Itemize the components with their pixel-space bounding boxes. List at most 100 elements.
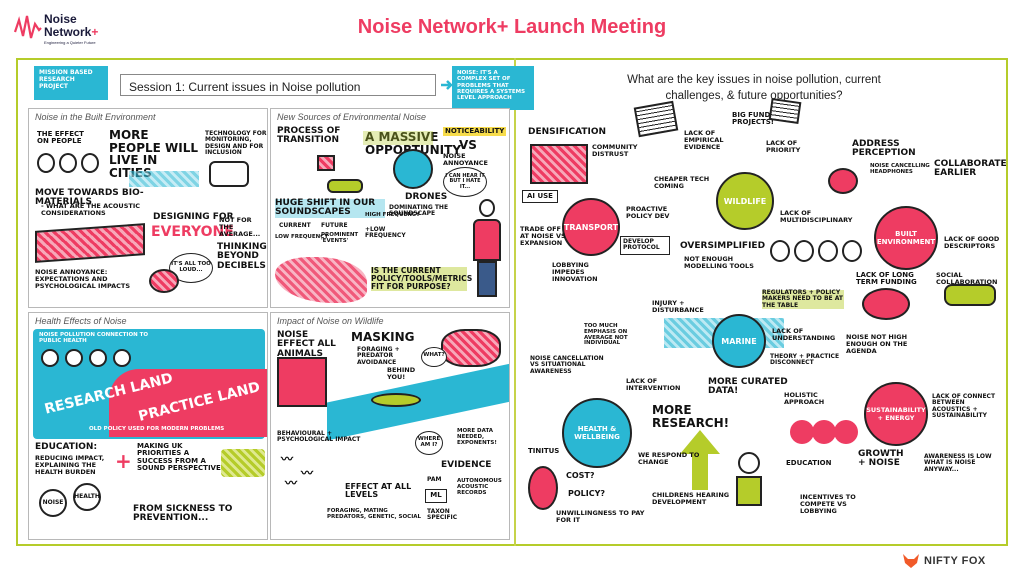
average-text: NOT FOR THE AVERAGE... <box>219 216 261 238</box>
birds-flock: 〰 〰 〰 <box>281 452 314 490</box>
session-heading: Session 1: Current issues in Noise pollu… <box>129 80 361 94</box>
page-title: Noise Network+ Launch Meeting <box>357 16 667 38</box>
panel-built-environment: Noise in the Built Environment THE EFFEC… <box>28 108 268 308</box>
ear-icon <box>393 149 433 189</box>
taxon-text: TAXON SPECIFIC <box>427 508 458 522</box>
policy-text: POLICY? <box>568 489 606 498</box>
skyline <box>129 171 199 187</box>
panel-health: Health Effects of Noise NOISE POLLUTION … <box>28 312 268 540</box>
drones-text: DRONES <box>405 192 448 202</box>
current-text: CURRENT <box>279 222 311 229</box>
awareness-text: AWARENESS IS LOW WHAT IS NOISE ANYWAY... <box>924 453 992 473</box>
develop-tag: DEVELOP PROTOCOL <box>620 236 670 255</box>
logo-plus: + <box>91 25 99 39</box>
lobbying-text: LOBBYING IMPEDES INNOVATION <box>552 261 598 283</box>
chain-icon <box>790 420 860 444</box>
more-data-text: MORE DATA NEEDED, EXPONENTS! <box>457 428 497 446</box>
we-respond-text: WE RESPOND TO CHANGE <box>638 451 700 466</box>
connect-text: LACK OF CONNECT BETWEEN ACOUSTICS + SUST… <box>932 393 996 419</box>
tinitus-text: TINITUS <box>528 447 560 455</box>
panel-title: New Sources of Environmental Noise <box>277 112 427 122</box>
injury-text: INJURY + DISTURBANCE <box>652 299 704 314</box>
masking-text: MASKING <box>351 330 415 344</box>
documents-stack-2 <box>768 98 802 124</box>
city-silhouette <box>277 357 327 407</box>
sickness-text: FROM SICKNESS TO PREVENTION... <box>133 504 233 524</box>
proactive-text: PROACTIVE POLICY DEV <box>626 205 670 220</box>
densification-text: DENSIFICATION <box>528 127 607 137</box>
crowd-faces <box>41 349 141 371</box>
old-policy-text: OLD POLICY USED FOR MODERN PROBLEMS <box>89 426 225 432</box>
future-text: FUTURE <box>321 222 348 229</box>
panel-title: Impact of Noise on Wildlife <box>277 316 384 326</box>
low-frequency-text: LOW FREQUENCY <box>275 234 329 240</box>
transport-circle: TRANSPORT <box>562 198 620 256</box>
soundwave-icon <box>13 15 42 39</box>
noise-annoyance-text: NOISE ANNOYANCE <box>443 152 488 167</box>
intervention-text: LACK OF INTERVENTION <box>626 377 681 392</box>
priority-text: LACK OF PRIORITY <box>766 139 801 154</box>
autonomous-text: AUTONOMOUS ACOUSTIC RECORDS <box>457 478 502 496</box>
session-heading-box: Session 1: Current issues in Noise pollu… <box>120 74 436 96</box>
headphones-icon <box>828 168 858 194</box>
footer-brand: NIFTY FOX <box>902 552 1012 572</box>
designing-text: DESIGNING FOR <box>153 212 234 222</box>
long-term-text: LACK OF LONG TERM FUNDING <box>856 271 917 287</box>
logo-line1: Noise <box>44 12 77 26</box>
effect-levels-text: EFFECT AT ALL LEVELS <box>345 482 412 500</box>
child-figure <box>732 452 766 532</box>
oversimplified-text: OVERSIMPLIFIED <box>680 241 766 251</box>
understanding-text: LACK OF UNDERSTANDING <box>772 327 836 342</box>
health-person: HEALTH <box>73 483 101 511</box>
arrow-right-icon <box>441 80 453 90</box>
tradeoff-text: TRADE OFF AT NOISE VS EXPANSION <box>520 225 566 247</box>
wildlife-circle: WILDLIFE <box>716 172 774 230</box>
massive-highlight <box>363 131 433 145</box>
thinking-text: THINKING BEYOND DECIBELS <box>217 242 267 271</box>
huge-shift-text: HUGE SHIFT IN OUR SOUNDSCAPES <box>275 198 385 218</box>
noise-cancel-vs-text: NOISE CANCELLATION VS SITUATIONAL AWAREN… <box>530 355 604 375</box>
tech-text: TECHNOLOGY FOR MONITORING, DESIGN AND FO… <box>205 130 267 156</box>
education-detail: REDUCING IMPACT, EXPLAINING THE HEALTH B… <box>35 454 105 476</box>
key-question: What are the key issues in noise polluti… <box>627 74 881 103</box>
monitor-icon <box>209 161 249 187</box>
education-heading: EDUCATION: <box>35 442 98 452</box>
vs-text: VS <box>459 138 477 152</box>
more-research-text: MORE RESEARCH! <box>652 403 730 430</box>
panel-title: Health Effects of Noise <box>35 316 127 326</box>
dominating-text: DOMINATING THE SOUNDSCAPE <box>389 204 449 218</box>
people-faces <box>37 153 103 175</box>
cheaper-text: CHEAPER TECH COMING <box>654 175 710 190</box>
ai-use-tag: AI USE <box>522 190 558 204</box>
fish-icon <box>371 393 421 407</box>
predator-icon <box>441 329 501 367</box>
footer-brand-label: NIFTY FOX <box>924 555 986 567</box>
cross-icon: + <box>115 449 132 473</box>
logo-line2: Network+ <box>44 25 98 39</box>
ear-wave-icon <box>528 466 558 510</box>
agenda-text: NOISE NOT HIGH ENOUGH ON THE AGENDA <box>846 333 908 355</box>
health-circle: HEALTH & WELLBEING <box>562 398 632 468</box>
bio-text: MOVE TOWARDS BIO-MATERIALS <box>35 188 144 208</box>
piggybank-icon <box>862 288 910 320</box>
built-env-circle: BUILT ENVIRONMENT <box>874 206 938 270</box>
holistic-text: HOLISTIC APPROACH <box>784 391 825 406</box>
logo: Noise Network+ Engineering a Quieter Fut… <box>13 8 124 50</box>
where-bubble: WHERE AM I? <box>415 431 443 455</box>
houses-icon <box>530 144 588 184</box>
logo-network: Network <box>44 25 92 39</box>
empirical-text: LACK OF EMPIRICAL EVIDENCE <box>684 129 724 151</box>
noise-cancel-text: NOISE CANCELLING HEADPHONES <box>870 163 930 175</box>
handshake-icon <box>944 284 996 306</box>
modelling-text: NOT ENOUGH MODELLING TOOLS <box>684 255 754 270</box>
cablecar-icon <box>317 155 335 171</box>
address-text: ADDRESS PERCEPTION <box>852 139 916 159</box>
theory-text: THEORY + PRACTICE DISCONNECT <box>770 353 840 367</box>
soundscape-waves <box>275 257 367 303</box>
practice-band <box>109 369 267 437</box>
session-note: NOISE: IT'S A COMPLEX SET OF PROBLEMS TH… <box>452 66 534 110</box>
wind-farm <box>221 449 265 477</box>
hear-bubble: I CAN HEAR IT BUT I HATE IT... <box>443 167 487 197</box>
crowd-row <box>770 240 862 264</box>
ml-box: ML <box>425 489 447 503</box>
